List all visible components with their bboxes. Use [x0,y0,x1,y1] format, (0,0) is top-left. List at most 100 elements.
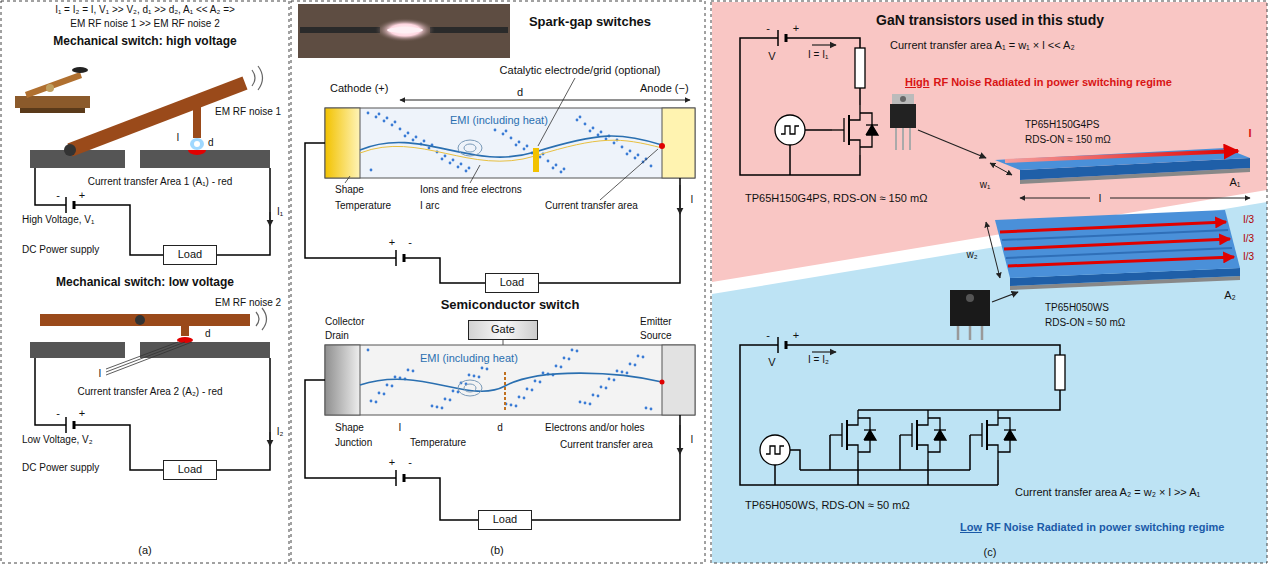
charge-carrier [407,369,410,372]
battery-symbol [777,30,779,46]
battery-symbol [395,250,397,266]
mosfet-symbol [917,410,928,425]
mosfet-symbol [832,129,844,130]
charge-carrier [571,349,574,352]
label-text: High [905,76,929,89]
wire [305,380,680,520]
spark [190,138,204,150]
charge-carrier [412,139,415,142]
charge-carrier [505,130,508,133]
label-text: - [56,407,60,420]
charge-carrier [486,368,489,371]
panel-c-ground [712,2,1267,282]
label-text: Current transfer Area 1 (A₁) - red [88,176,233,188]
label-text: + [79,407,85,420]
charge-carrier [592,127,595,130]
label-text: Mechanical switch: low voltage [56,276,234,290]
wire [35,168,270,255]
label-text: Source [640,330,672,342]
charge-carrier [391,124,394,127]
label-text: Junction [335,437,372,449]
node-text: Gate [491,323,515,335]
charge-carrier [626,153,629,156]
charge-carrier [650,408,653,411]
label-text: EMI (including heat) [420,352,518,365]
label-text: Temperature [410,437,466,449]
charge-carrier [629,150,632,153]
mosfet-symbol [970,410,1016,460]
label-text: (b) [490,544,503,557]
leader-line [600,149,658,200]
charge-carrier [555,164,558,167]
label-text: Current transfer area A₁ = w₁ × l << A₂ [890,39,1075,52]
mosfet-symbol [1004,429,1016,430]
current-arrow [918,130,986,158]
label-text: + [389,236,395,249]
charge-carrier [531,389,534,392]
spark-photo [298,4,510,58]
label-text: RF Noise Radiated in power switching reg… [986,521,1224,534]
charge-carrier [502,133,505,136]
label-text: High Voltage, V₁ [22,214,94,226]
charge-carrier [386,384,389,387]
spark-photo [430,27,508,33]
label-text: I₁ = I₂ = I, V₁ >> V₂, d₁ >> d₂, A₁ << A… [55,4,235,16]
label-text: EM RF noise 2 [215,297,281,309]
charge-carrier [542,372,545,375]
charge-carrier [539,156,542,159]
charge-carrier [415,136,418,139]
charge-carrier [589,130,592,133]
switch-tube [662,345,695,415]
charge-carrier [589,403,592,406]
charge-carrier [518,141,521,144]
current-arrow [269,212,270,446]
charge-carrier [608,378,611,381]
label-text: Catalytic electrode/grid (optional) [500,64,661,77]
switch-tube [662,108,695,178]
charge-carrier [621,371,624,374]
charge-carrier [375,116,378,119]
rf-wave [252,66,267,330]
battery-symbol [396,250,404,486]
dimension-line [990,163,1012,175]
label-text: V [768,50,775,63]
charge-carrier [449,162,452,165]
current-arrow [679,185,680,454]
current-flow-arrow [1000,151,1238,266]
switch-tube [325,108,360,178]
load-box: Load [163,460,217,479]
charge-carrier [515,144,518,147]
mosfet-symbol [987,445,998,460]
current-arrow [679,425,680,454]
label-text: Drain [325,330,349,342]
mosfet-symbol [832,105,878,155]
label-text: - [56,189,60,202]
charge-carrier [473,375,476,378]
charge-carrier [452,159,455,162]
label-text: - [766,22,770,35]
label-text: DC Power supply [22,244,99,256]
label-text: Shape [335,422,364,434]
charge-carrier [613,142,616,145]
charge-carrier [563,357,566,360]
current-flow-arrow [1000,222,1226,232]
label-text: A₁ [1229,176,1240,189]
charge-carrier [634,157,637,160]
die-layout [995,210,1240,278]
charge-carrier [560,366,563,369]
wire [858,460,998,485]
charge-carrier [576,350,579,353]
label-text: + [79,189,85,202]
battery-symbol [73,421,76,429]
charge-carrier [441,158,444,161]
charge-carrier [370,169,373,172]
label-text: d [205,328,211,340]
label-text: Current transfer area A₂ = w₂ × l >> A₁ [1015,486,1200,499]
charge-carrier [637,154,640,157]
emi-wave [464,384,476,392]
current-area-dot [659,143,665,385]
label-text: I₁ [277,206,283,218]
switch-lever [40,314,250,326]
label-text: RF Noise Radiated in power switching reg… [933,76,1171,89]
